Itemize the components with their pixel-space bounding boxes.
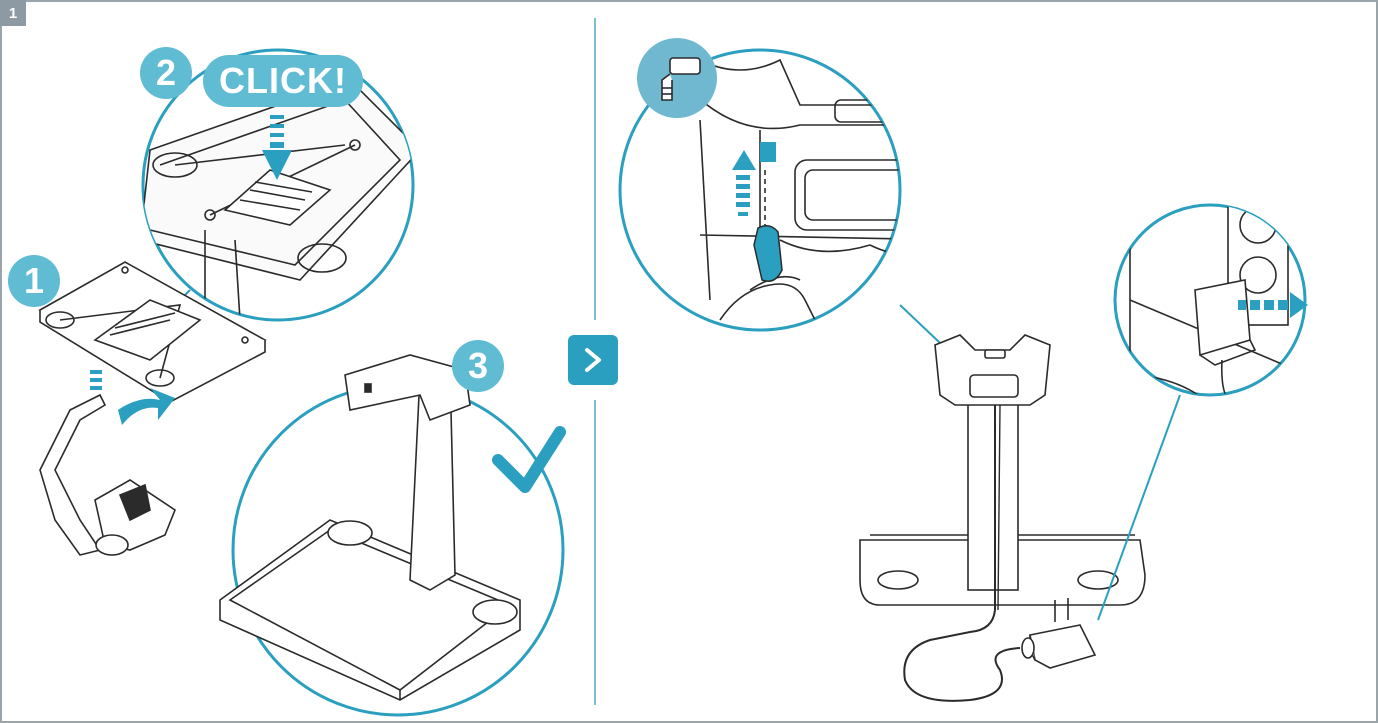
badge-step-2: 2 <box>140 47 192 99</box>
push-right-arrow-icon <box>1238 292 1308 318</box>
push-up-arrow-icon <box>732 150 756 216</box>
power-plug-icon <box>1021 598 1097 669</box>
next-arrow-icon <box>585 348 601 372</box>
zoom-connector-wall <box>1097 394 1181 621</box>
zoom-detail-wall-socket <box>1113 203 1308 397</box>
next-step-button[interactable] <box>568 335 618 385</box>
step-number-tab: 1 <box>0 0 26 26</box>
base-plate-underside <box>38 261 267 403</box>
insert-arrow <box>90 370 175 425</box>
assembled-stand-view <box>219 354 565 717</box>
stand-arm-bracket <box>39 393 176 556</box>
push-arrow-icon <box>262 115 292 180</box>
power-cable <box>903 405 1021 702</box>
plug-end-inset <box>637 38 717 118</box>
badge-step-3: 3 <box>452 340 504 392</box>
check-icon <box>492 426 566 493</box>
badge-step-1: 1 <box>8 255 60 307</box>
click-label: CLICK! <box>203 55 363 107</box>
stand-with-cable <box>859 334 1146 606</box>
